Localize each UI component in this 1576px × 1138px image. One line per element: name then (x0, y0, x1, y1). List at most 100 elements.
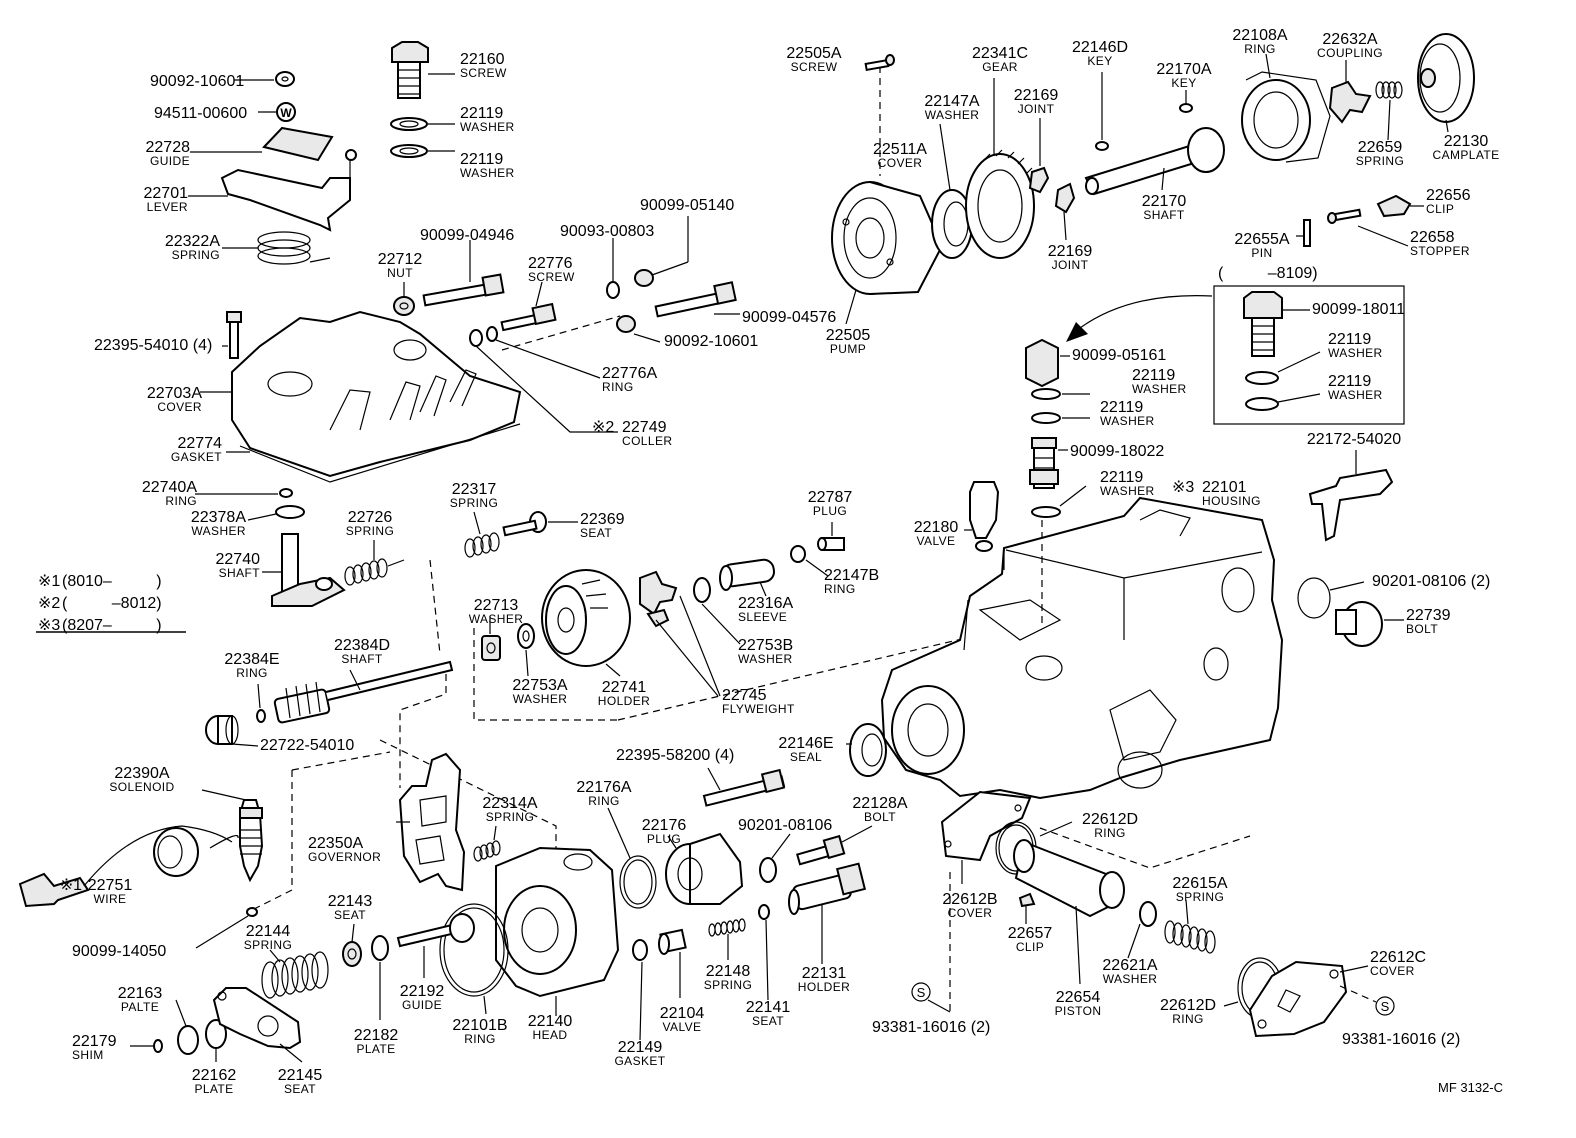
part-number: 22656 (1426, 187, 1471, 204)
part-name: GASKET (614, 1054, 665, 1068)
sleeve-22316a-drawing (719, 558, 775, 597)
washer-22753b-drawing (693, 577, 711, 603)
s-circle-left: S (911, 982, 951, 1013)
part-number: 22774 (178, 435, 223, 452)
part-name: SEAT (580, 526, 612, 540)
part-number: 22350A (308, 835, 363, 852)
svg-text:(8010– ): (8010– ) (62, 573, 162, 590)
part-number: 22119 (1100, 399, 1143, 416)
washer-90093-00803-drawing (606, 238, 620, 299)
part-number: 22612D (1082, 811, 1138, 828)
part-label-p14: 90099-04576 (742, 309, 836, 326)
bolt-90099-04946-drawing (422, 240, 505, 307)
banjo-bolt-90099-18011-drawing (1243, 291, 1310, 357)
serial-mark: ※2 (592, 419, 614, 436)
part-name: SHAFT (1143, 208, 1185, 222)
pin-serial-range: ( –8109) (1218, 265, 1318, 282)
washer-22621a-drawing (1139, 901, 1157, 927)
plug-22787-drawing (817, 522, 845, 551)
svg-text:S: S (917, 985, 926, 1000)
part-number: 22130 (1444, 133, 1489, 150)
part-name: KEY (1171, 76, 1196, 90)
part-number: 22169 (1014, 87, 1059, 104)
part-label-p54: 22395-58200 (4) (616, 747, 734, 764)
part-label-p87: 90099-18022 (1070, 443, 1164, 460)
washer-22713-drawing (481, 635, 501, 661)
svg-text:(8207– ): (8207– ) (62, 617, 162, 634)
nut-22712-drawing (393, 282, 415, 316)
part-name: RING (824, 582, 856, 596)
nut-90099-05140-drawing (634, 216, 689, 287)
seat-22141-drawing (758, 904, 770, 920)
part-number: 90099-04576 (742, 309, 836, 326)
part-number: 22739 (1406, 607, 1451, 624)
part-name: HOLDER (598, 694, 650, 708)
part-name: WASHER (191, 524, 246, 538)
part-number: 22170 (1142, 193, 1187, 210)
part-name: SPRING (704, 978, 752, 992)
washer-22378a-drawing (275, 505, 305, 519)
part-number: 90201-08106 (738, 817, 832, 834)
part-number: 22314A (482, 795, 537, 812)
plate-22163-drawing (177, 1025, 199, 1055)
part-number: 22146E (778, 735, 833, 752)
feed-pump-22505-drawing (831, 181, 944, 325)
part-name: SEAL (790, 750, 822, 764)
part-number: 22657 (1008, 925, 1053, 942)
part-number: 90099-05161 (1072, 347, 1166, 364)
key-22146d-drawing (1095, 72, 1109, 151)
part-number: 22146D (1072, 39, 1128, 56)
part-name: WASHER (1103, 972, 1158, 986)
part-number: 22390A (114, 765, 169, 782)
bracket-22172-54020-drawing (1308, 450, 1394, 542)
washer-22119g-drawing (1245, 397, 1279, 411)
part-name: PIN (1251, 246, 1272, 260)
part-number: 22753B (738, 637, 793, 654)
part-number: 22179 (72, 1033, 117, 1050)
part-number: 22128A (852, 795, 907, 812)
part-number: 22192 (400, 983, 445, 1000)
part-name: JOINT (1018, 102, 1055, 116)
serial-note-2: ※2 ( –8012) (38, 595, 162, 612)
part-name: WIRE (94, 892, 127, 906)
valve-22104-drawing (658, 928, 687, 998)
part-number: 22104 (660, 1005, 705, 1022)
part-number: 22131 (802, 965, 847, 982)
part-number: 22144 (246, 923, 291, 940)
part-number: 90099-14050 (72, 943, 166, 960)
part-name: WASHER (460, 166, 515, 180)
key-22170a-drawing (1179, 90, 1193, 113)
part-name: VALVE (917, 534, 956, 548)
part-number: 22140 (528, 1013, 573, 1030)
part-name: SEAT (284, 1082, 316, 1096)
part-number: 22741 (602, 679, 647, 696)
part-name: JOINT (1052, 258, 1089, 272)
part-number: 22751 (88, 877, 133, 894)
part-name: SCREW (791, 60, 838, 74)
part-number: 22612B (942, 891, 997, 908)
part-number: 22119 (1328, 331, 1371, 348)
